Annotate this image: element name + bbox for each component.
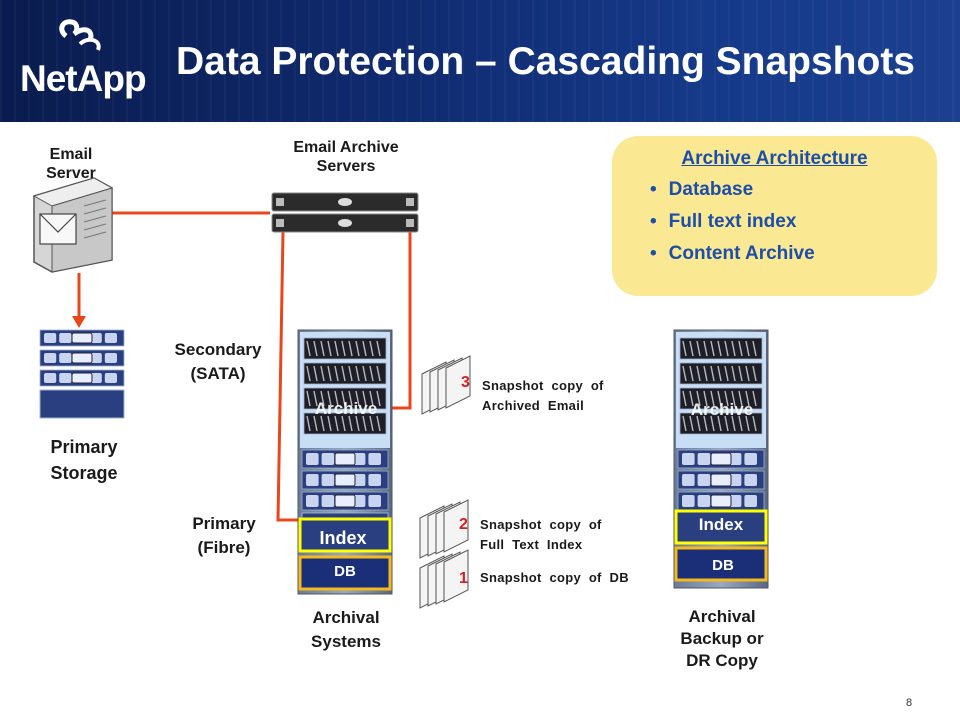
index-highlight bbox=[298, 517, 392, 553]
primary-storage-icon bbox=[39, 329, 125, 419]
snapshot-number-1: 1 bbox=[459, 570, 468, 587]
index-highlight bbox=[674, 509, 768, 545]
snapshot-stack-1-icon bbox=[419, 549, 469, 609]
snapshot-stack-2-icon bbox=[419, 499, 469, 559]
primary-storage-label: Primary Storage bbox=[50, 437, 118, 484]
snapshot-label-1: Snapshot copy of DB bbox=[480, 570, 629, 585]
callout-item: Full text index bbox=[650, 206, 815, 238]
email-server-icon bbox=[32, 177, 114, 273]
snapshot-number-2: 2 bbox=[459, 516, 468, 533]
primary-fibre-label: Primary (Fibre) bbox=[192, 514, 256, 557]
header-banner: NetApp Data Protection – Cascading Snaps… bbox=[0, 0, 960, 122]
rack-b-db-label: DB bbox=[712, 557, 734, 574]
callout-item: Database bbox=[650, 174, 815, 206]
email-server-label: Email Server bbox=[46, 146, 96, 183]
db-highlight bbox=[298, 555, 392, 591]
arrow-to-primary-storage bbox=[72, 316, 86, 328]
snapshot-page bbox=[443, 499, 469, 553]
disk-shelf bbox=[39, 389, 125, 419]
connector-lines bbox=[77, 211, 412, 522]
snapshot-page bbox=[445, 355, 471, 409]
snapshot-label-2: Snapshot copy of Full Text Index bbox=[480, 517, 602, 552]
page-number: 8 bbox=[906, 697, 913, 709]
callout-title: Archive Architecture bbox=[681, 148, 868, 169]
snapshot-stack-3-icon bbox=[421, 355, 471, 415]
email-archive-servers-icon bbox=[271, 192, 419, 233]
callout-item: Content Archive bbox=[650, 238, 815, 270]
snapshot-label-3: Snapshot copy of Archived Email bbox=[482, 378, 604, 413]
archival-systems-rack bbox=[297, 329, 393, 595]
snapshot-number-3: 3 bbox=[461, 374, 470, 391]
rack-a-db-label: DB bbox=[334, 563, 356, 580]
email-archive-servers-label: Email Archive Servers bbox=[293, 139, 399, 176]
archival-backup-rack bbox=[673, 329, 769, 589]
rack-a-archive-label: Archive bbox=[314, 399, 378, 418]
archival-systems-label: Archival Systems bbox=[311, 608, 381, 651]
snapshot-page bbox=[443, 549, 469, 603]
archive-architecture-callout: Archive Architecture Database Full text … bbox=[612, 136, 937, 296]
rack-b-index-label: Index bbox=[698, 515, 744, 534]
secondary-sata-label: Secondary (SATA) bbox=[174, 340, 262, 383]
rack-a-index-label: Index bbox=[319, 528, 367, 548]
rack-b-archive-label: Archive bbox=[690, 400, 754, 419]
archival-backup-label: Archival Backup or DR Copy bbox=[680, 607, 764, 671]
callout-list: Database Full text index Content Archive bbox=[650, 174, 815, 270]
db-highlight bbox=[674, 546, 768, 582]
